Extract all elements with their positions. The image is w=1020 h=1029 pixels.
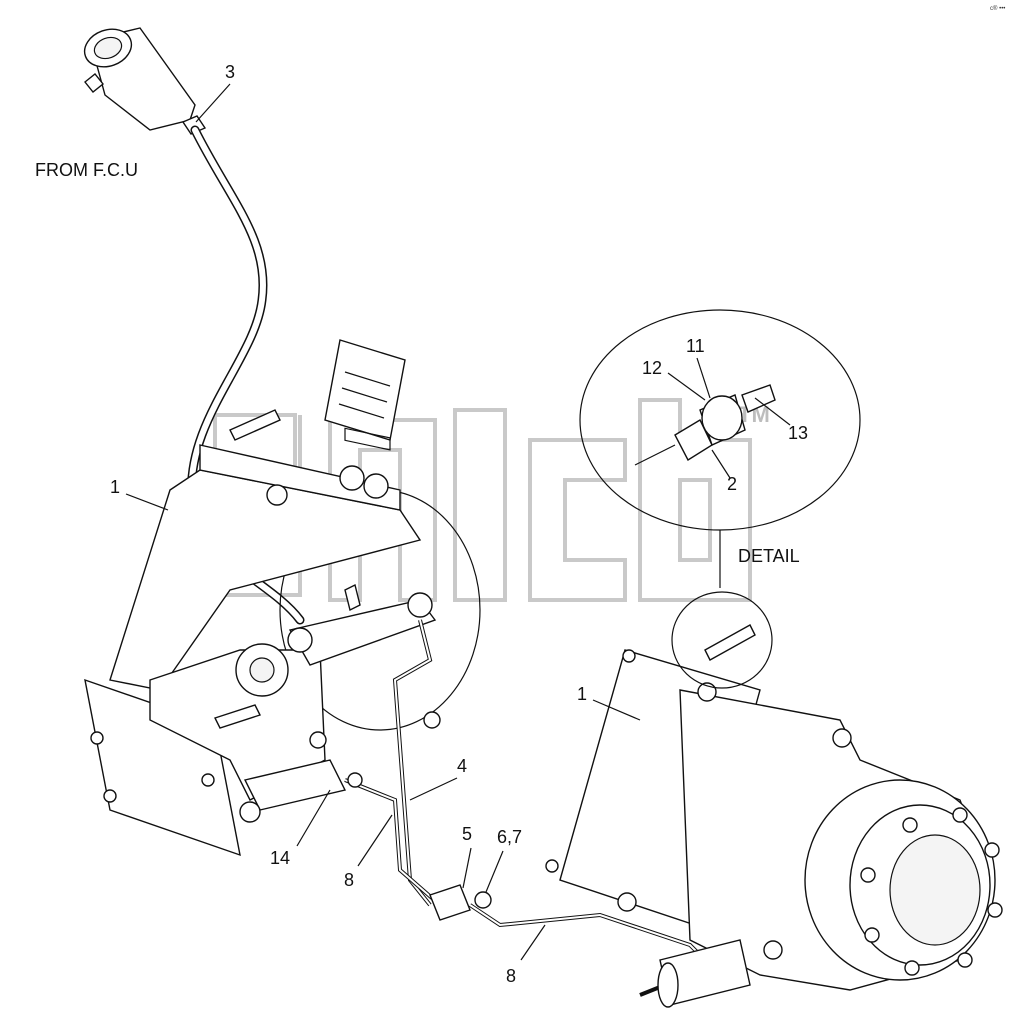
callout-6-7: 6,7 [497,827,522,847]
callout-8-bottom: 8 [506,966,516,986]
leader-lines [125,83,791,961]
fcu-sensor [83,27,207,135]
corner-mark: c® ••• [990,5,1005,12]
callout-12: 12 [642,358,662,378]
callout-2: 2 [727,474,737,494]
callout-8-left: 8 [344,870,354,890]
callout-4: 4 [457,756,467,776]
callout-1-left: 1 [110,477,120,497]
callout-1-right: 1 [577,684,587,704]
callout-5: 5 [462,824,472,844]
detail-circles [579,309,861,689]
pedal-assembly-left [84,339,481,857]
callout-14: 14 [270,848,290,868]
label-from-fcu: FROM F.C.U [35,160,138,180]
label-detail: DETAIL [738,546,800,566]
axle-assembly-right [545,624,1003,1008]
callout-11: 11 [686,336,705,356]
callout-13: 13 [788,423,808,443]
callout-3: 3 [225,62,235,82]
